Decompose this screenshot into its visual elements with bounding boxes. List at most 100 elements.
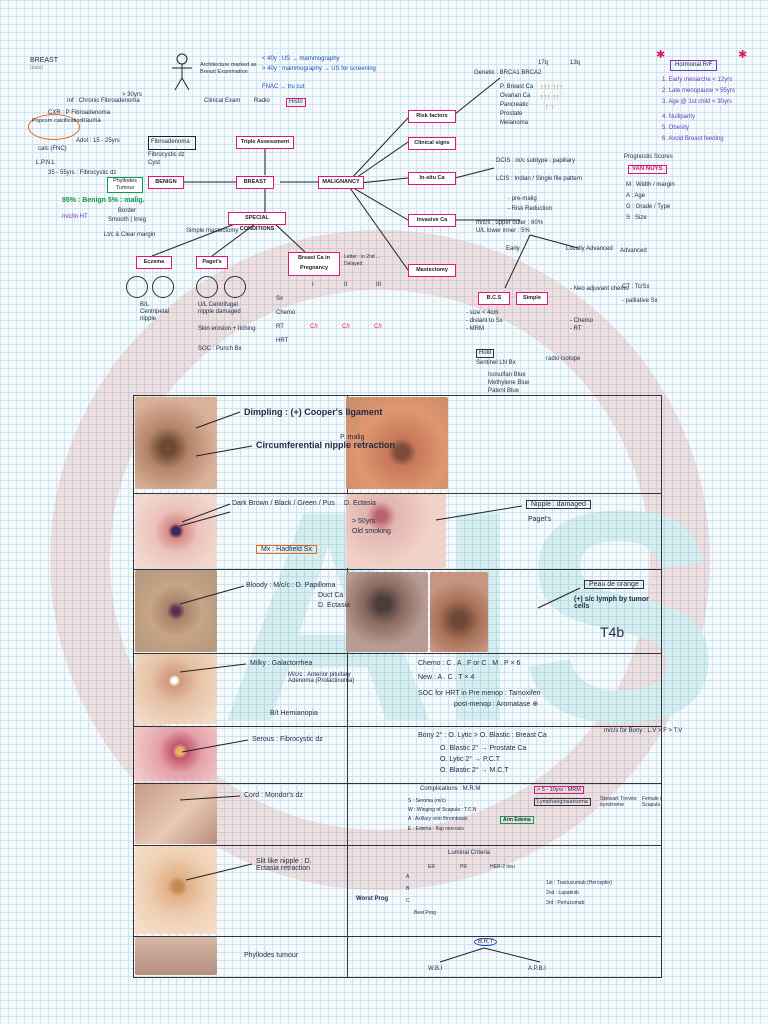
row3-duct: Duct Ca — [318, 592, 344, 599]
photo-peau-2 — [430, 572, 488, 652]
rt-note: - RT — [570, 326, 582, 332]
simple-box: Simple — [516, 292, 548, 305]
special-conditions-box: SPECIAL CONDITIONS — [228, 212, 286, 232]
row2-smoking: Old smoking — [352, 528, 391, 535]
row3-text: Bloody : M/c/c : D. Papilloma — [246, 582, 336, 589]
clinical-signs-box: Clinical signs — [408, 137, 456, 150]
mlc-note: m/c/s : upper outer : 60% — [476, 220, 544, 226]
row3-red-note: (+) s/c lymph by tumor cells — [574, 596, 649, 610]
adol-age: Adol : 15 - 25yrs — [76, 138, 120, 144]
soc-note: SOC : Punch Bx — [198, 346, 242, 352]
calc-note: calc (FNC) — [38, 146, 67, 152]
row6-cmt: Complications : M.R.M — [420, 786, 481, 792]
risk-item-4: Prostate — [500, 111, 523, 117]
hold-label: Hold — [476, 349, 495, 358]
clinical-table — [133, 395, 662, 978]
row5-b2: O. Blastic 2° → Prostate Ca — [440, 745, 527, 752]
row6-box3: Arm Edema — [500, 816, 534, 824]
dcis-note: DCIS : m/c subtype : papillary — [496, 158, 576, 164]
row5-text: Serous : Fibrocystic dz — [252, 736, 323, 743]
insitu-box: In-situ Ca — [408, 172, 456, 185]
row1-text: Dimpling : (+) Cooper's ligament — [244, 407, 383, 417]
row7-text: Slit like nipple : D. Ectasia retraction — [256, 858, 312, 872]
riskred-note: - Risk Reduction — [508, 206, 553, 212]
row7-best: Best Prog — [414, 910, 436, 916]
photo-peau-1 — [346, 572, 428, 652]
phyllodes-box: Phyllodes Tumour — [107, 177, 143, 193]
preg-row-rt: RT — [276, 324, 284, 330]
row5-bony: Bony 2° : O. Lytic > O. Blastic : Breast… — [418, 732, 547, 739]
eczema-right-diagram — [152, 276, 174, 298]
prognostic-title: Prognostic Scores — [624, 154, 673, 160]
hormonal-3: 3. Age @ 1st child < 30yrs — [662, 99, 732, 105]
row4-text3: B/t Hemianopia — [270, 710, 318, 717]
fibroadenoma-box — [148, 136, 196, 150]
chemo-note: - Chemo — [570, 318, 594, 324]
score-a: A : Age — [626, 193, 646, 199]
radio-label: Radio — [254, 98, 270, 104]
distant-note: - distant to Sx — [466, 318, 503, 324]
row4-post: post-menop : Aromatase ⊕ — [454, 701, 539, 708]
photo-cord — [135, 784, 217, 844]
clinical-exam: Clinical Exam — [204, 98, 241, 104]
page-date: (date) — [30, 65, 44, 71]
genetic-17q: 17q — [538, 60, 549, 66]
trauma-note: trauma — [82, 118, 101, 124]
row5-mcs: m/c/s for Bony : L.V > F > T.V — [604, 728, 683, 734]
popcorn-note: Popcorn calcification — [32, 118, 83, 124]
row2-ectasia: D. Ectasia — [344, 500, 376, 507]
screen-line1: < 40y : US → mammography — [262, 56, 340, 62]
row-divider-2 — [134, 569, 661, 570]
paget-right-diagram — [224, 276, 246, 298]
preg-col-3: III — [376, 282, 382, 288]
age35-note: 35 - 55yrs : Fibrocystic dz — [48, 170, 117, 176]
row3-stage: T4b — [600, 624, 625, 640]
border-values: Smooth | Irreg — [108, 217, 146, 223]
risk-arrows-c: ↑ ↑ — [545, 104, 554, 111]
row-divider-7 — [134, 936, 661, 937]
risk-factors-box: Risk factors — [408, 110, 456, 123]
row6-box2: Lymphangiosarcoma — [534, 798, 591, 806]
row6-s2: W : Winging of Scapula : T.C.N — [408, 807, 477, 813]
margin-note: Lt/c & Clear margin — [104, 232, 156, 238]
fibroadenoma-label: Fibroadenoma — [151, 139, 190, 145]
row8-text: Phyllodes tumour — [244, 952, 299, 959]
row-divider-3 — [134, 653, 661, 654]
row7-row-c: C — [406, 898, 410, 904]
early-label: Early — [506, 246, 520, 252]
row7-col-er: ER — [428, 864, 435, 870]
row6-s4: E : Edema - flap necrosis — [408, 826, 464, 832]
row4-text: Milky : Galactorrhea — [250, 660, 313, 667]
locally-label: Locally Advanced — [566, 246, 613, 252]
row6-text: Cord : Mondor's dz — [244, 792, 303, 799]
row2-age: > 50yrs — [352, 518, 376, 525]
eczema-left-diagram — [126, 276, 148, 298]
breast-center-box: BREAST — [236, 176, 274, 189]
row7-line3: 3rd : Pertuzumab — [546, 900, 585, 906]
simple-mastectomy: Simple mastectomy — [186, 228, 239, 234]
skin-note: Skin erosion + Itching — [198, 326, 256, 332]
score-s: S : Size — [626, 215, 647, 221]
risk-item-2: Ovarian Ca — [500, 93, 531, 99]
photo-malig-breast — [346, 397, 448, 489]
eczema-box: Eczema — [136, 256, 172, 269]
blue-2: Methylene Blue — [488, 380, 530, 386]
risk-item-1: P. Breast Ca — [500, 84, 534, 90]
row3-ectasia: D. Ectasia — [318, 602, 350, 609]
cyst-label: Cyst — [148, 160, 160, 166]
popcorn-oval — [28, 114, 80, 140]
preg-row-sx: Sx — [276, 296, 284, 302]
row-divider-6 — [134, 845, 661, 846]
risk-item-5: Melanoma — [500, 120, 529, 126]
row7-row-b: B — [406, 886, 410, 892]
column-divider — [347, 396, 348, 977]
row8-right: A.P.B.I — [528, 966, 546, 972]
photo-bloody — [135, 570, 217, 652]
ct-note: CT : Tc/Sx — [622, 284, 650, 290]
lcis-note: LCIS : Indian / Single file pattern — [496, 176, 583, 182]
pregnancy-note: Letter : in 2nd ... Delayed — [344, 254, 381, 267]
row4-new: New : A . C . T × 4 — [418, 674, 475, 681]
preg-row-hrt: HRT — [276, 338, 289, 344]
genetic-13q: 13q — [570, 60, 581, 66]
